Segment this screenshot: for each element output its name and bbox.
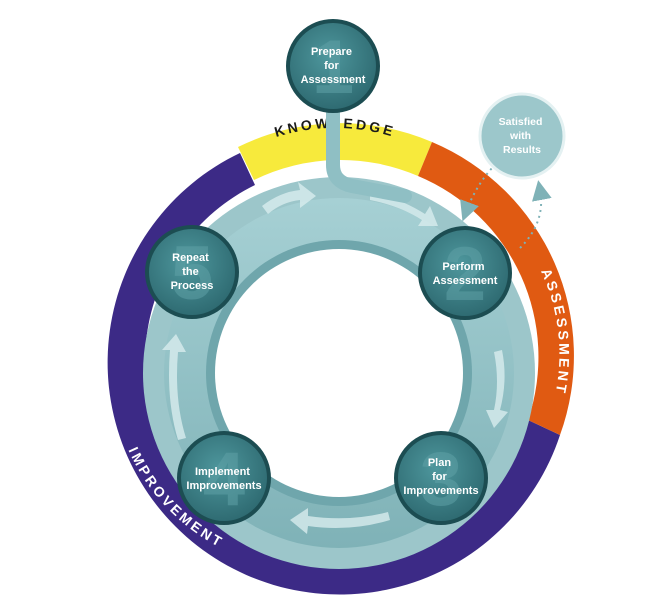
step-label: Repeat the Process bbox=[171, 252, 214, 292]
step-label: Perform Assessment bbox=[433, 261, 498, 287]
arrow-4-to-5 bbox=[162, 334, 186, 440]
flow-arrows bbox=[162, 182, 508, 534]
from-satisfied-dotted-arrow bbox=[460, 159, 501, 222]
step-node-2: 2 Perform Assessment bbox=[418, 226, 512, 320]
step-label: Plan for Improvements bbox=[403, 457, 478, 497]
step-node-4: 4 Implement Improvements bbox=[177, 431, 271, 525]
step-node-3: 3 Plan for Improvements bbox=[394, 431, 488, 525]
to-satisfied-dotted-arrow bbox=[519, 180, 552, 249]
arrow-5-to-1 bbox=[262, 182, 316, 214]
assessment-segment bbox=[418, 142, 574, 435]
step-node-1: 1 Prepare for Assessment bbox=[286, 19, 380, 113]
arrow-1-to-2 bbox=[370, 192, 438, 226]
step-number: 4 bbox=[203, 437, 245, 522]
step-number: 5 bbox=[171, 231, 213, 316]
step-node-5: 5 Repeat the Process bbox=[145, 225, 239, 319]
entry-connector bbox=[326, 103, 412, 203]
step-number: 1 bbox=[312, 25, 354, 110]
arrow-3-to-4 bbox=[290, 508, 390, 534]
step-label: Implement Improvements bbox=[186, 466, 261, 492]
step-label: Prepare for Assessment bbox=[301, 46, 366, 86]
arrow-2-to-3 bbox=[486, 350, 508, 428]
step-number: 3 bbox=[420, 437, 462, 522]
satisfied-node: Satisfied with Results bbox=[478, 92, 566, 180]
satisfied-label: Satisfied with Results bbox=[499, 116, 546, 156]
step-number: 2 bbox=[444, 232, 486, 317]
